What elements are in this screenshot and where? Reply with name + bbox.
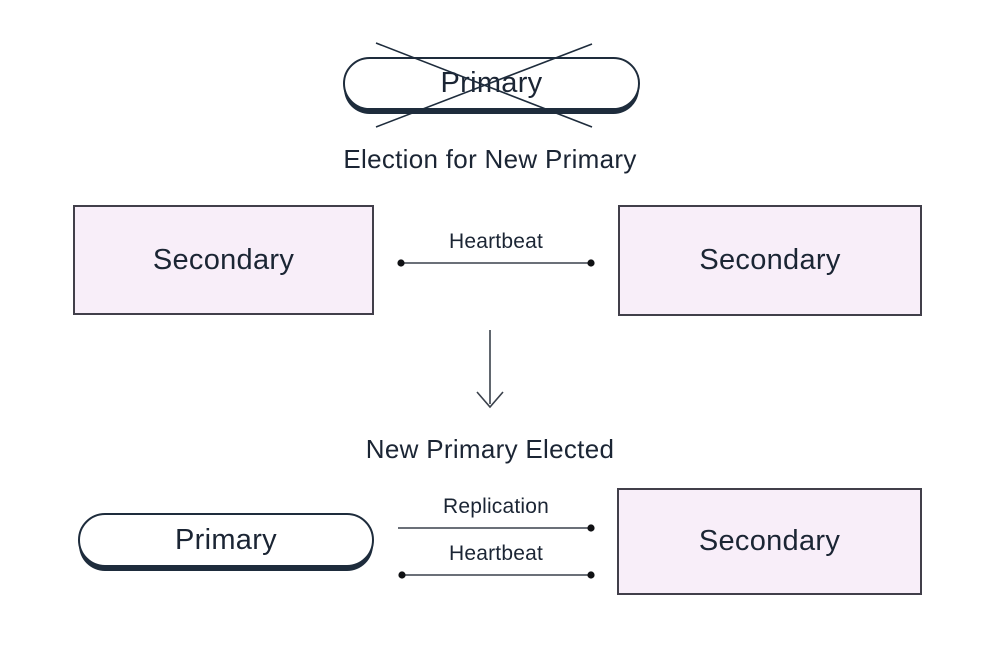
heartbeat-edge-label-stage2: Heartbeat xyxy=(448,542,544,565)
secondary-node-stage2: Secondary xyxy=(617,488,922,595)
heartbeat-edge-label-stage1: Heartbeat xyxy=(448,230,544,253)
secondary-node-right: Secondary xyxy=(618,205,922,316)
down-arrow-icon xyxy=(476,330,504,409)
stage2-title: New Primary Elected xyxy=(365,434,615,464)
new-primary-node: Primary xyxy=(78,513,374,567)
replication-edge-label: Replication xyxy=(442,495,550,518)
replication-line xyxy=(398,524,595,532)
heartbeat-line-stage1 xyxy=(397,259,595,267)
secondary-node-right-label: Secondary xyxy=(699,244,841,276)
new-primary-label: Primary xyxy=(175,523,277,556)
secondary-node-stage2-label: Secondary xyxy=(698,525,841,557)
secondary-node-left: Secondary xyxy=(73,205,374,315)
failed-primary-node: Primary xyxy=(343,57,640,110)
failure-cross-icon xyxy=(375,42,593,128)
secondary-node-left-label: Secondary xyxy=(152,243,295,276)
stage1-title: Election for New Primary xyxy=(343,144,637,174)
heartbeat-line-stage2 xyxy=(398,571,595,579)
